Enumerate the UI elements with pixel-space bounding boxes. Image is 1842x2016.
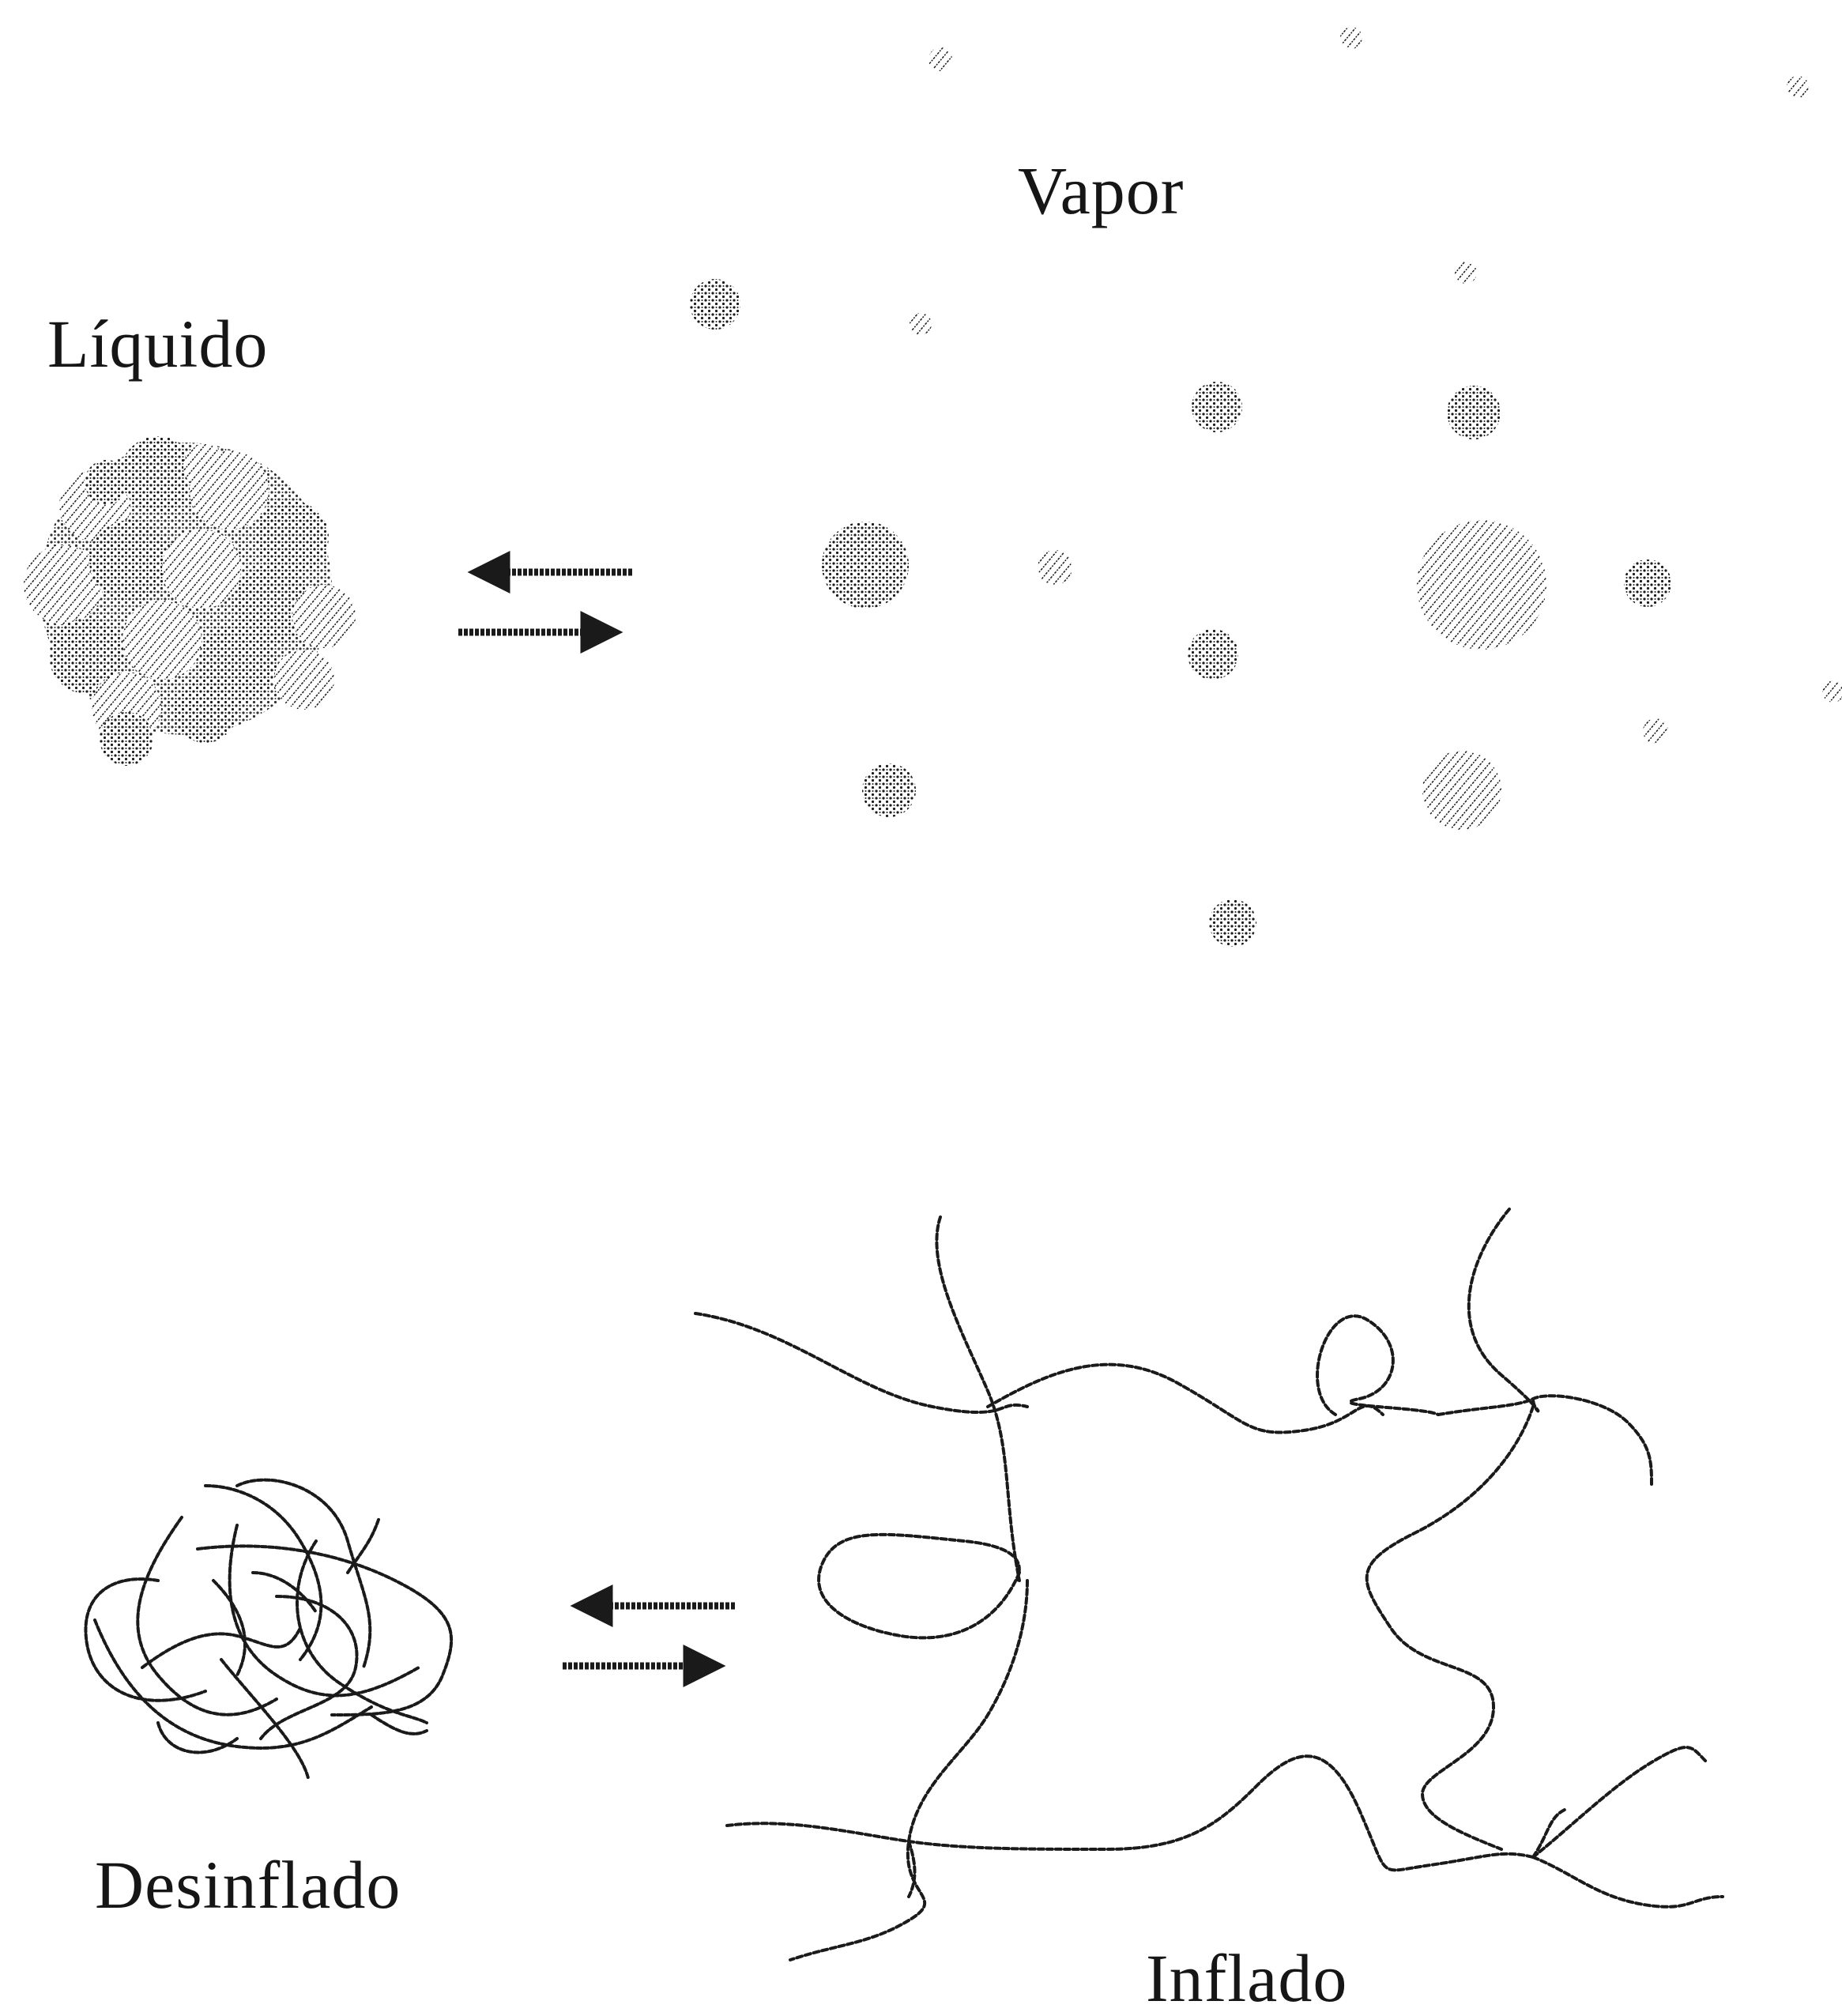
deflated-coil [85,1480,451,1778]
liquid-label: Líquido [47,310,268,378]
liquid-cluster [24,436,356,766]
inflated-network [695,1209,1723,1960]
deflated-label: Desinflado [95,1851,401,1919]
vapor-label: Vapor [1018,156,1184,224]
vapor-molecules [690,27,1842,947]
equilibrium-arrows-icon [563,1606,735,1666]
equilibrium-arrows-icon [458,572,632,632]
inflated-label: Inflado [1146,1944,1347,2012]
